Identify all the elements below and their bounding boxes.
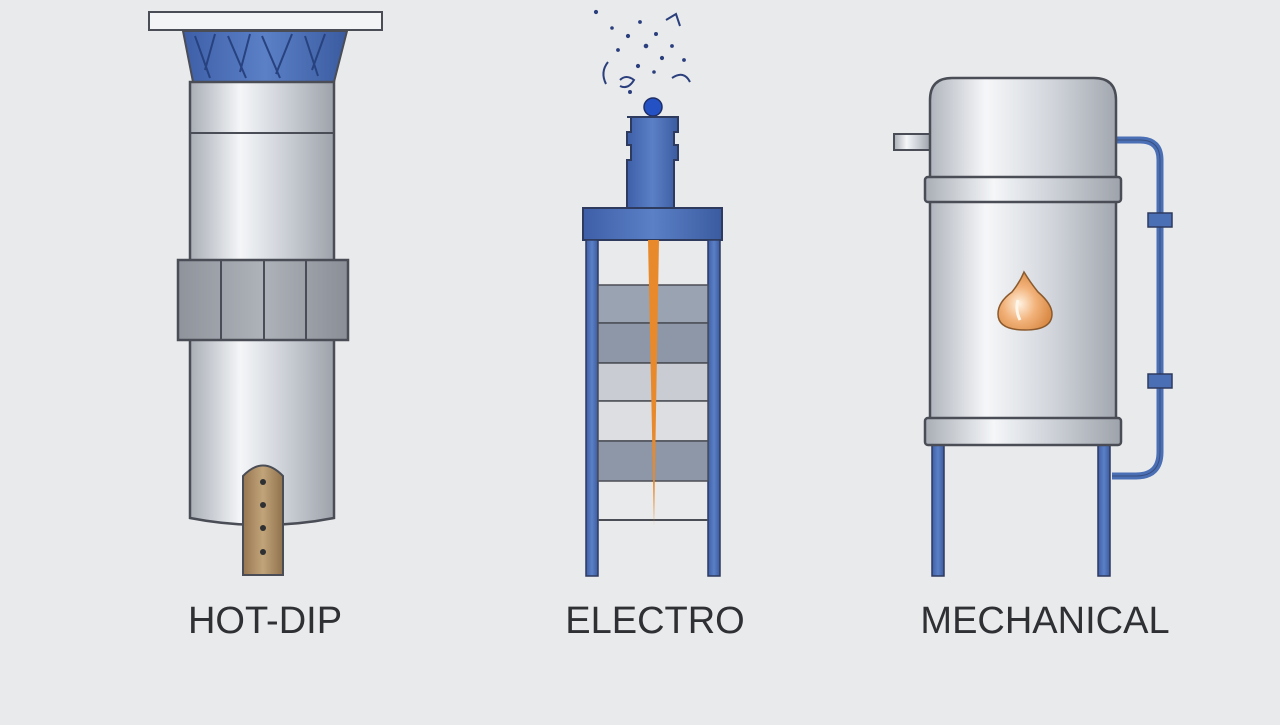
electro-nozzle	[626, 116, 679, 210]
electro-label: ELECTRO	[565, 600, 745, 642]
mechanical-bottom-ring	[923, 416, 1123, 447]
mechanical-valve	[893, 133, 931, 151]
mechanical-side-pipe-outline	[1112, 139, 1161, 477]
hot-dip-tab-hole	[260, 549, 266, 555]
hot-dip-top-plate	[148, 11, 383, 31]
mechanical-tank-body	[928, 76, 1118, 422]
electro-drop-ball	[643, 97, 663, 117]
electro-icon	[582, 9, 723, 577]
hot-dip-funnel-texture	[194, 33, 326, 79]
mechanical-top-ring	[923, 175, 1123, 204]
hot-dip-label: HOT-DIP	[187, 600, 343, 642]
electro-splash	[593, 9, 691, 94]
mechanical-leg-left	[931, 443, 945, 577]
mechanical-pipe-clamp	[1147, 373, 1173, 389]
mechanical-drop-emblem	[997, 270, 1053, 331]
mechanical-leg-right	[1097, 443, 1111, 577]
hot-dip-tab-hole	[260, 502, 266, 508]
hot-dip-icon	[148, 11, 383, 576]
hot-dip-copper-tab	[242, 464, 284, 576]
mechanical-drop-highlight	[1015, 299, 1022, 321]
mechanical-label: MECHANICAL	[920, 600, 1170, 642]
electro-top-beam	[582, 207, 723, 241]
hot-dip-tab-hole	[260, 525, 266, 531]
electro-leg-left	[585, 239, 599, 577]
mechanical-pipe-clamp	[1147, 212, 1173, 228]
electro-leg-right	[707, 239, 721, 577]
mechanical-icon	[893, 76, 1173, 577]
electro-orange-stream	[648, 240, 659, 526]
hot-dip-tab-hole	[260, 479, 266, 485]
